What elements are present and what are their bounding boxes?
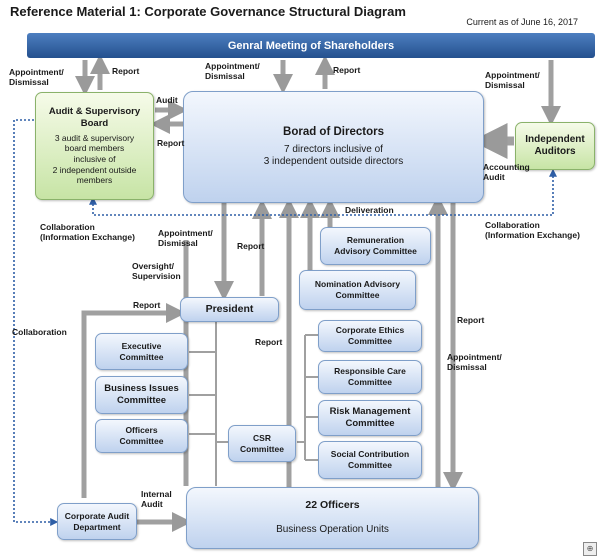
president: President — [180, 297, 279, 322]
remuneration-line-2: Advisory Committee — [334, 246, 417, 256]
collab-audit-department — [13, 119, 59, 526]
label-report-to-president: Report — [133, 300, 161, 310]
risk-line-2: Committee — [345, 418, 395, 429]
nomination-line-1: Nomination Advisory — [314, 279, 401, 290]
collab-audit-auditors — [89, 168, 557, 216]
label-collaboration: Collaboration — [12, 327, 67, 337]
label-report-center: Report — [333, 65, 361, 75]
remuneration-line-1: Remuneration — [346, 235, 405, 246]
label-appointment-president: Appointment/Dismissal — [158, 228, 213, 249]
business-units-label: Business Operation Units — [276, 524, 389, 536]
label-report-left: Report — [112, 66, 140, 76]
label-appointment-center: Appointment/Dismissal — [205, 61, 260, 82]
risk-line-1: Risk Management — [329, 406, 411, 418]
label-collaboration-right: Collaboration(Information Exchange) — [485, 220, 580, 241]
corporate-audit-line-1: Corporate Audit — [64, 510, 130, 521]
business-issues-committee: Business Issues Committee — [95, 376, 188, 414]
social-contribution-committee: Social Contribution Committee — [318, 441, 422, 479]
business-issues-line-1: Business Issues — [104, 383, 179, 395]
label-oversight: Oversight/Supervision — [132, 261, 181, 282]
business-issues-line-2: Committee — [116, 395, 167, 406]
audit-board-name-1: Audit & Supervisory — [48, 106, 141, 118]
audit-board-desc-3: inclusive of — [73, 154, 116, 165]
auditors-line-1: Independent — [525, 133, 585, 145]
risk-management-committee: Risk Management Committee — [318, 400, 422, 436]
arrow-report-to-president — [81, 303, 186, 498]
page-title: Reference Material 1: Corporate Governan… — [10, 4, 406, 19]
nomination-advisory-committee: Nomination Advisory Committee — [299, 270, 416, 310]
responsible-care-line-1: Responsible Care — [334, 366, 406, 377]
label-audit: Audit — [156, 95, 178, 105]
audit-board-desc-4: 2 independent outside — [52, 164, 137, 175]
auditors-line-2: Auditors — [534, 146, 576, 157]
label-report-audit: Report — [157, 138, 185, 148]
label-appointment-left: Appointment/Dismissal — [9, 67, 64, 88]
audit-board-desc-5: members — [76, 175, 113, 186]
remuneration-advisory-committee: Remuneration Advisory Committee — [320, 227, 431, 265]
zoom-icon[interactable]: ⊕ — [583, 542, 597, 556]
nomination-line-2: Committee — [335, 290, 380, 300]
audit-supervisory-board: Audit & Supervisory Board 3 audit & supe… — [35, 92, 154, 200]
general-meeting-bar: Genral Meeting of Shareholders — [27, 33, 595, 58]
officers-committee: Officers Committee — [95, 419, 188, 453]
board-name: Borad of Directors — [283, 126, 384, 139]
label-deliveration: Deliveration — [345, 205, 394, 215]
board-desc-2: 3 independent outside directors — [263, 156, 404, 168]
label-appointment-officers: Appointment/Dismissal — [447, 352, 502, 373]
responsible-care-committee: Responsible Care Committee — [318, 360, 422, 394]
board-of-directors: Borad of Directors 7 directors inclusive… — [183, 91, 484, 203]
audit-board-desc-2: board members — [64, 143, 125, 154]
social-line-2: Committee — [348, 460, 392, 470]
corporate-ethics-committee: Corporate Ethics Committee — [318, 320, 422, 352]
audit-board-desc-1: 3 audit & supervisory — [54, 132, 135, 143]
officers-business-units: 22 Officers Business Operation Units — [186, 487, 479, 549]
as-of-date: Current as of June 16, 2017 — [466, 17, 578, 27]
officers-committee-line-1: Officers — [125, 425, 158, 436]
officers-22-title: 22 Officers — [305, 499, 360, 512]
board-desc-1: 7 directors inclusive of — [284, 143, 383, 155]
executive-line-2: Committee — [119, 351, 164, 362]
label-report-right: Report — [457, 315, 485, 325]
corporate-audit-department: Corporate Audit Department — [57, 503, 137, 540]
responsible-care-line-2: Committee — [348, 377, 392, 387]
audit-board-name-2: Board — [80, 117, 109, 129]
label-collaboration-left: Collaboration(Information Exchange) — [40, 222, 135, 243]
executive-line-1: Executive — [121, 340, 162, 351]
label-report-president: Report — [237, 241, 265, 251]
csr-line-2: Committee — [240, 443, 284, 454]
label-appointment-right: Appointment/Dismissal — [485, 70, 540, 91]
label-report-committees: Report — [255, 337, 283, 347]
social-line-1: Social Contribution — [330, 449, 410, 460]
csr-committee: CSR Committee — [228, 425, 296, 462]
csr-line-1: CSR — [253, 432, 271, 443]
independent-auditors: Independent Auditors — [515, 122, 595, 170]
corporate-audit-line-2: Department — [73, 521, 121, 532]
executive-committee: Executive Committee — [95, 333, 188, 370]
officers-committee-line-2: Committee — [119, 436, 164, 446]
ethics-line-2: Committee — [348, 336, 392, 346]
ethics-line-1: Corporate Ethics — [335, 325, 405, 336]
